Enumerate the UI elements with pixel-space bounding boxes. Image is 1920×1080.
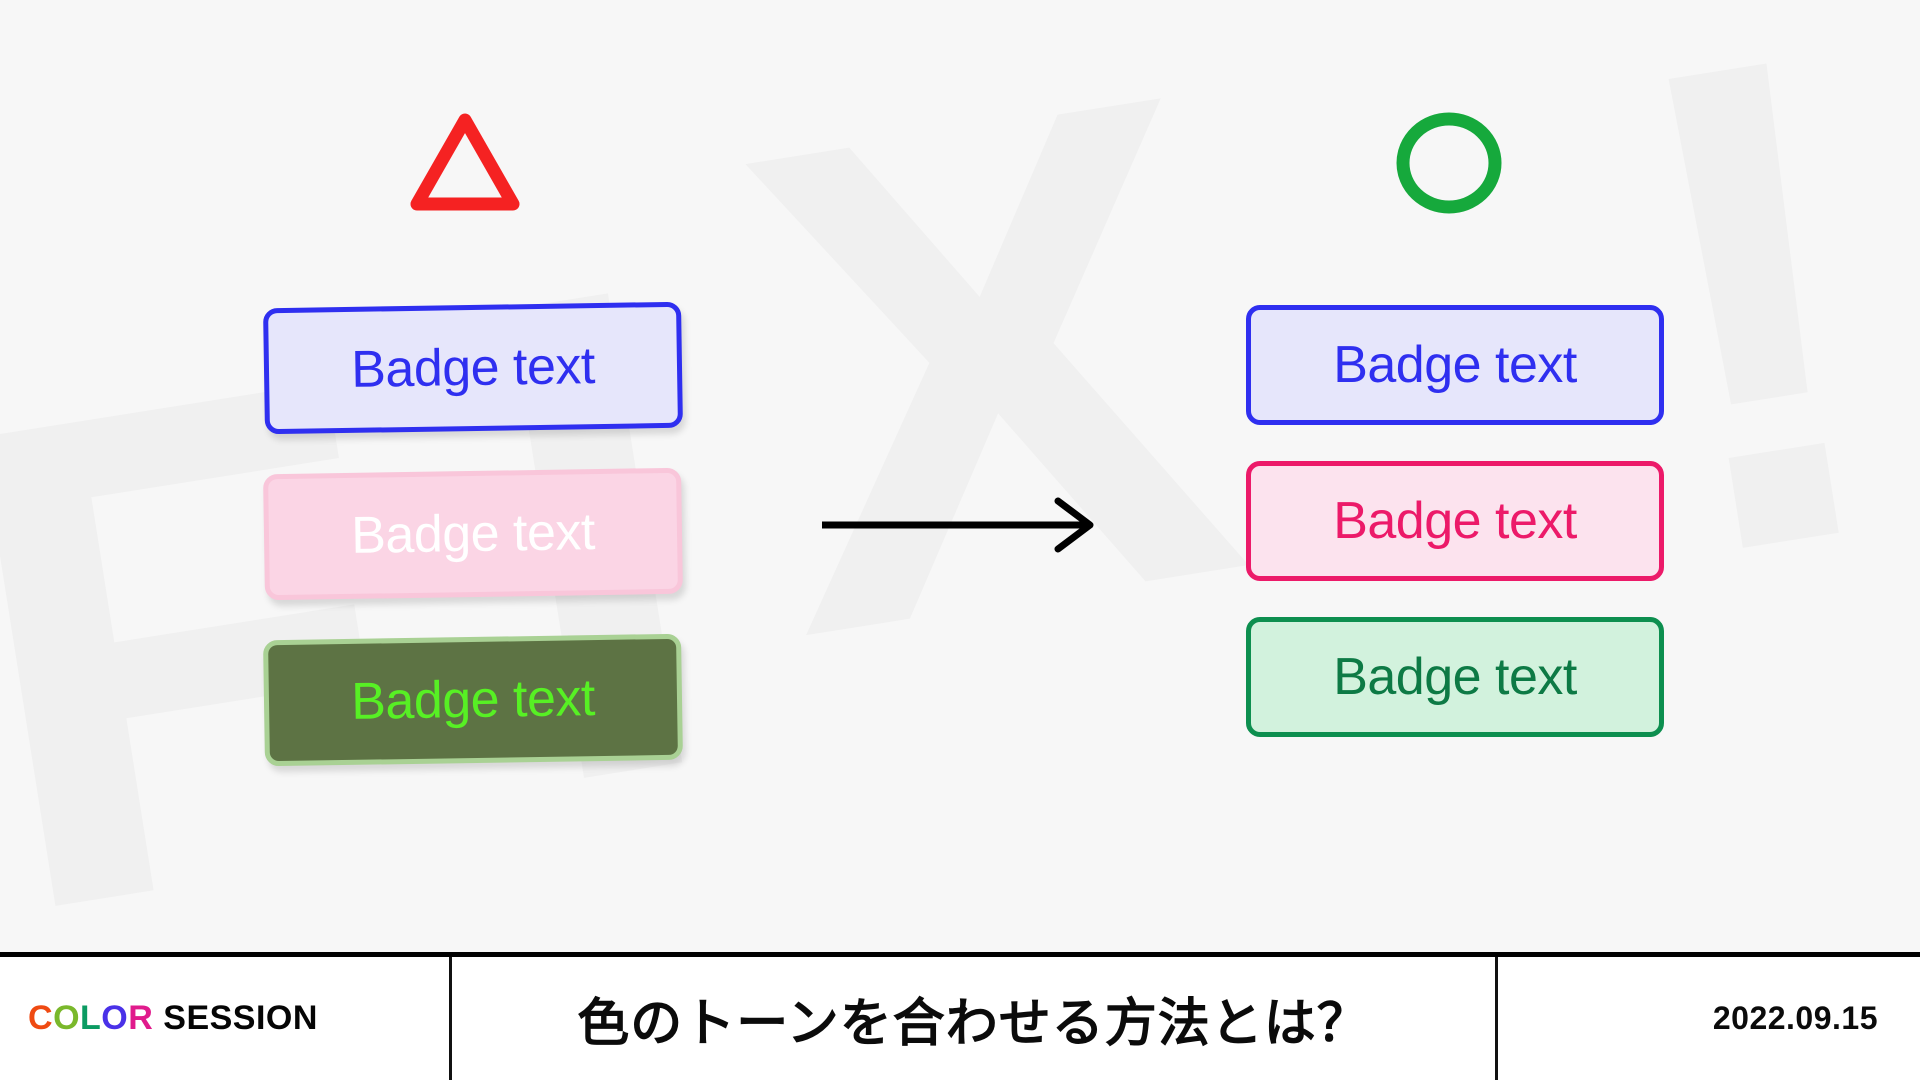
footer-bar: COLOR SESSION 色のトーンを合わせる方法とは？ 2022.09.15 (0, 952, 1920, 1080)
badge-bad-olive[interactable]: Badge text (263, 633, 683, 767)
badge-label: Badge text (1333, 492, 1577, 550)
color-session-logo: COLOR SESSION (28, 999, 318, 1038)
triangle-outline-icon (405, 108, 525, 221)
badge-label: Badge text (350, 503, 596, 565)
footer-title-area: 色のトーンを合わせる方法とは？ (452, 957, 1498, 1080)
badge-column-matched: Badge text Badge text Badge text (1246, 305, 1664, 737)
badge-bad-blue[interactable]: Badge text (263, 301, 683, 435)
badge-label: Badge text (350, 669, 596, 731)
badge-bad-pink[interactable]: Badge text (263, 467, 683, 601)
badge-good-pink[interactable]: Badge text (1246, 461, 1664, 581)
brand-logo-area[interactable]: COLOR SESSION (0, 957, 452, 1080)
logo-session-text: SESSION (163, 999, 318, 1037)
badge-label: Badge text (1333, 336, 1577, 394)
logo-letter-o1: O (53, 999, 81, 1037)
circle-outline-icon (1390, 108, 1508, 223)
logo-letter-o2: O (101, 999, 129, 1037)
logo-word-session: SESSION (153, 999, 318, 1037)
badge-column-mismatched: Badge text Badge text Badge text (263, 301, 683, 767)
footer-date-area: 2022.09.15 (1498, 957, 1920, 1080)
comparison-stage: Badge text Badge text Badge text Badge t… (263, 108, 1664, 767)
badge-label: Badge text (350, 337, 596, 399)
badge-good-blue[interactable]: Badge text (1246, 305, 1664, 425)
logo-letter-r: R (128, 999, 154, 1037)
logo-letter-l: L (80, 999, 102, 1037)
page-title: 色のトーンを合わせる方法とは？ (577, 994, 1370, 1054)
badge-good-green[interactable]: Badge text (1246, 617, 1664, 737)
publish-date: 2022.09.15 (1712, 1000, 1878, 1036)
arrow-right-icon (818, 495, 1108, 560)
logo-letter-c: C (28, 999, 54, 1037)
badge-label: Badge text (1333, 648, 1577, 706)
